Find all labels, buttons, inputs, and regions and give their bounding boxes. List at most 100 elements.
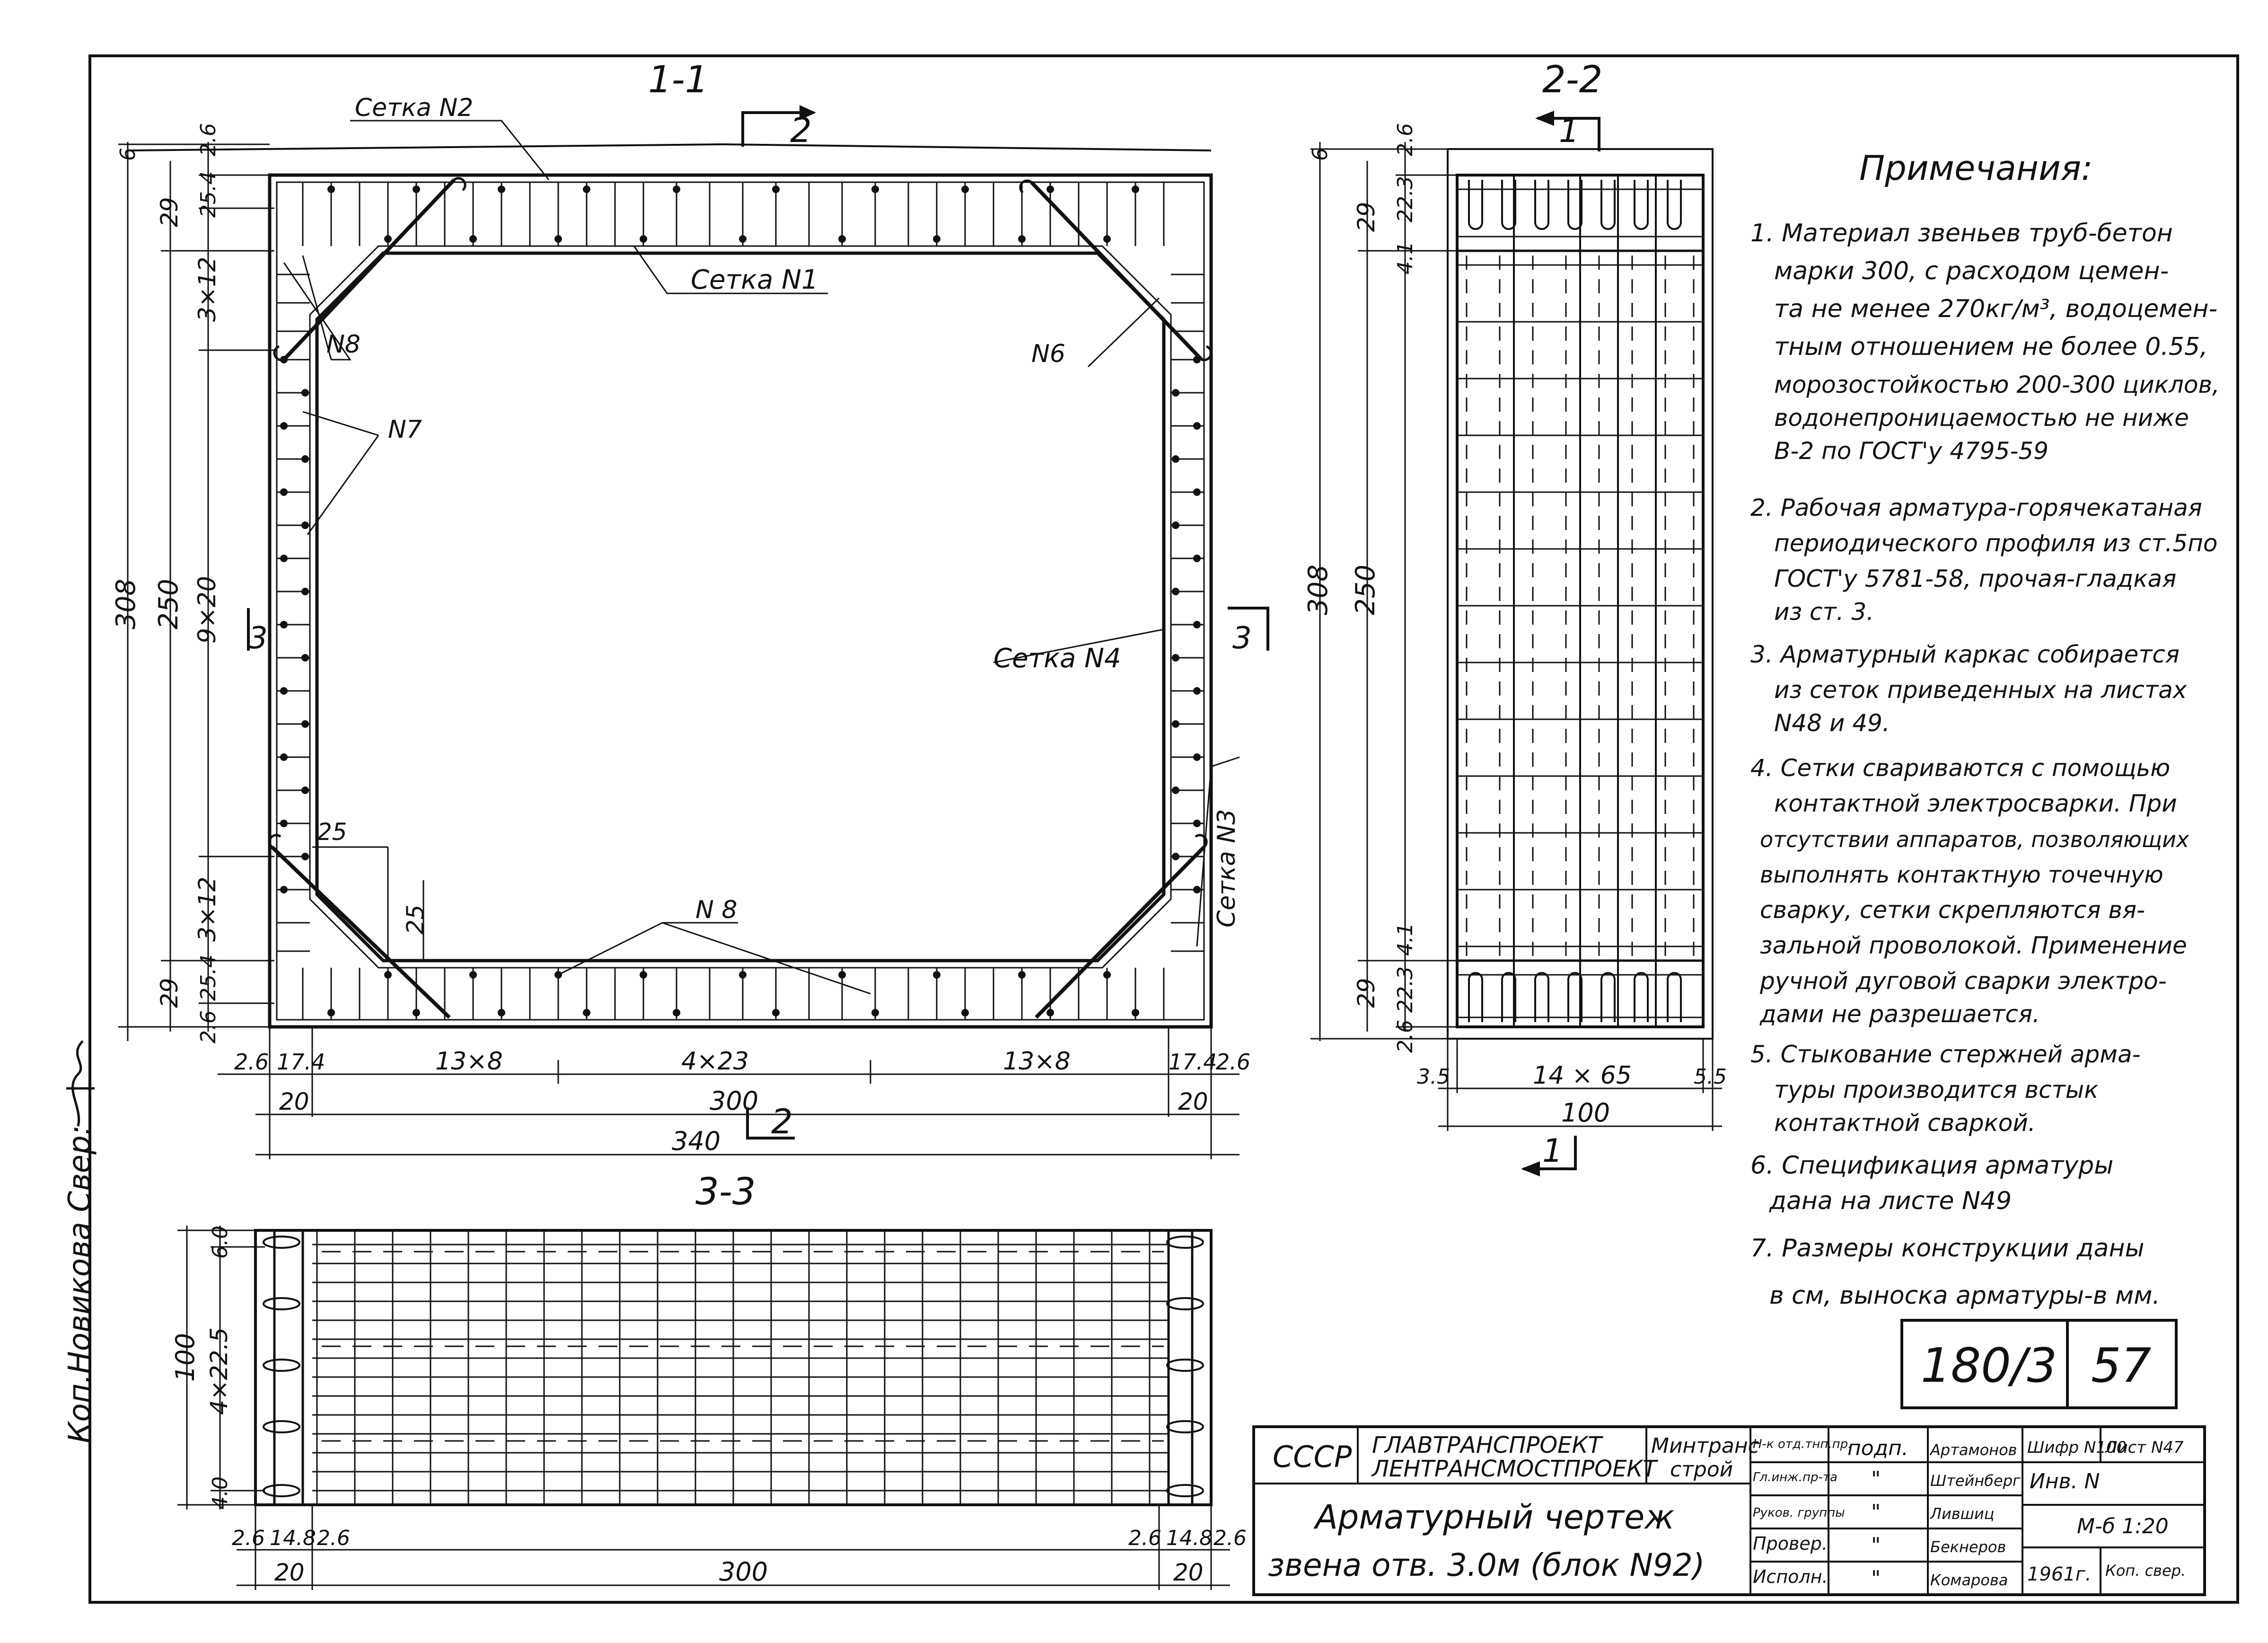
- cut-2-top-marker: [741, 111, 814, 147]
- series-number: 180/3: [1921, 1338, 2057, 1393]
- dim-25-4-top: 25.4: [196, 171, 220, 218]
- org-2-label: ЛЕНТРАНСМОСТПРОЕКТ: [1371, 1456, 1658, 1482]
- note-line-4: морозостойкостью 200-300 циклов,: [1774, 371, 2220, 398]
- mesh-2-label: Сетка N2: [355, 94, 473, 122]
- r-dim-29-top: 29: [1353, 202, 1380, 232]
- top-slope-line: [127, 143, 1212, 151]
- section-3-3-transverse-lines: [316, 1230, 1151, 1505]
- r-dim-4-1-bottom: 4.1: [1393, 923, 1417, 956]
- n6-label: N6: [1031, 340, 1065, 368]
- scale-label: М-б 1:20: [2077, 1514, 2169, 1538]
- r-dim-3-5: 3.5: [1417, 1065, 1450, 1089]
- mesh-1-label: Сетка N1: [691, 265, 818, 295]
- dim-250: 250: [153, 579, 184, 629]
- r-dim-5-5: 5.5: [1694, 1065, 1727, 1089]
- left-dim-lines-3-3: [177, 1226, 265, 1510]
- r-dim-4-1-top: 4.1: [1393, 241, 1417, 274]
- note-line-18: сварку, сетки скрепляются вя-: [1760, 896, 2145, 924]
- note-line-10: из ст. 3.: [1774, 598, 1874, 626]
- note-line-15: контактной электросварки. При: [1774, 790, 2177, 817]
- copyist-note: Коп.Новикова Свер:: [62, 1125, 97, 1443]
- bottom-dim-lines-2-2: [1438, 1039, 1722, 1131]
- section-2-2-solid-verticals: [1513, 175, 1657, 1027]
- note-line-19: зальной проволокой. Применение: [1760, 932, 2187, 959]
- series-stamp: 180/3 57: [1900, 1319, 2178, 1409]
- dim-bottom-13x8-left: 13×8: [435, 1047, 503, 1076]
- note-line-1: марки 300, с расходом цемен-: [1774, 257, 2169, 285]
- note-line-12: из сеток приведенных на листах: [1774, 676, 2187, 704]
- note-line-28: в см, выноска арматуры-в мм.: [1769, 1281, 2160, 1310]
- s-dim-20-right: 20: [1173, 1559, 1204, 1586]
- bottom-slab-stirrups: [302, 968, 1165, 1020]
- cut-1-top-marker: [1538, 117, 1600, 151]
- r-dim-22-3-top: 22.3: [1393, 176, 1417, 222]
- dim-bottom-2-6-left: 2.6: [234, 1049, 269, 1075]
- leaders-1-1: [283, 120, 1240, 995]
- role-3: Провер.: [1753, 1533, 1828, 1554]
- dim-29-bottom: 29: [156, 978, 183, 1008]
- dim-bottom-13x8-right: 13×8: [1003, 1047, 1071, 1076]
- role-0: Н-к отд.тнп.пр.: [1753, 1437, 1852, 1451]
- longitudinal-bars: [280, 186, 1201, 1016]
- note-line-26: дана на листе N49: [1769, 1187, 2012, 1215]
- n7-label: N7: [388, 415, 422, 444]
- note-line-22: 5. Стыкование стержней арма-: [1750, 1041, 2141, 1068]
- section-3-3-longitudinal-lines: [312, 1244, 1169, 1492]
- sheet-label: Лист N47: [2104, 1438, 2184, 1457]
- cut-3-right-marker: [1228, 607, 1269, 651]
- cut-3-right-label: 3: [1232, 621, 1252, 656]
- cut-1-bottom-arrow: [1521, 1161, 1540, 1176]
- dim-25-4-bottom: 25.4: [196, 954, 220, 1001]
- chamfer-dim-lines: [312, 846, 424, 961]
- dim-9x20: 9×20: [193, 576, 221, 644]
- dim-2-6-top: 2.6: [196, 123, 220, 156]
- org-1-label: ГЛАВТРАНСПРОЕКТ: [1372, 1432, 1604, 1458]
- section-3-3: 3-3: [170, 1171, 1247, 1590]
- dim-bottom-4x23: 4×23: [681, 1047, 749, 1076]
- sign-col-3: ": [1871, 1533, 1881, 1557]
- dim-6: 6: [116, 148, 140, 161]
- name-3: Бекнеров: [1930, 1538, 2006, 1556]
- section-3-3-end-loops: [263, 1236, 1204, 1497]
- sign-col-4: ": [1871, 1566, 1881, 1590]
- mesh-inner-line: [309, 245, 1172, 969]
- ministry-1-label: Минтранс: [1651, 1434, 1759, 1458]
- cut-2-bottom-marker: [746, 1107, 795, 1140]
- s-dim-4x22-5: 4×22.5: [205, 1327, 233, 1415]
- dim-2-6-bottom: 2.6: [196, 1010, 220, 1043]
- section-1-1-title: 1-1: [648, 59, 708, 101]
- s-dim-2-6-right: 2.6: [1128, 1526, 1161, 1550]
- drawing-title-2: звена отв. 3.0м (блок N92): [1268, 1547, 1705, 1583]
- notes-title: Примечания:: [1859, 148, 2092, 188]
- name-2: Лившиц: [1930, 1505, 1995, 1523]
- chamfer-dim-25b: 25: [402, 904, 429, 935]
- series-stamp-frame: [1900, 1319, 2178, 1409]
- n8-bottom-label: N 8: [695, 896, 738, 924]
- cut-2-top-arrow: [800, 105, 816, 120]
- title-block-grid: [1254, 1427, 2205, 1595]
- role-4: Исполн.: [1753, 1566, 1828, 1587]
- sign-col-2: ": [1871, 1500, 1881, 1524]
- r-dim-29-bottom: 29: [1353, 978, 1380, 1008]
- corner-hooks: [268, 177, 1213, 848]
- s-dim-20-left: 20: [274, 1559, 305, 1586]
- cut-1-bottom-label: 1: [1542, 1132, 1563, 1170]
- note-line-7: 2. Рабочая арматура-горячекатаная: [1750, 494, 2202, 521]
- note-line-11: 3. Арматурный каркас собирается: [1750, 641, 2180, 668]
- name-4: Комарова: [1930, 1571, 2008, 1589]
- sign-col-1: ": [1871, 1467, 1881, 1491]
- r-dim-6: 6: [1308, 148, 1332, 161]
- box-outer-contour: [268, 173, 1213, 1029]
- role-1: Гл.инж.пр-та: [1753, 1470, 1837, 1484]
- s-dim-6-0: 6.0: [208, 1226, 232, 1259]
- inventory-label: Инв. N: [2030, 1469, 2100, 1493]
- section-2-2-title: 2-2: [1542, 59, 1602, 101]
- section-3-3-title: 3-3: [695, 1171, 756, 1213]
- cut-3-left-label: 3: [248, 621, 268, 656]
- copy-check-label: Коп. свер.: [2105, 1562, 2186, 1580]
- r-dim-2-6-bottom: 2.6: [1393, 1020, 1417, 1053]
- code-label: Шифр N100: [2027, 1438, 2127, 1457]
- year-label: 1961г.: [2027, 1564, 2092, 1585]
- title-block-frame: [1252, 1425, 2206, 1596]
